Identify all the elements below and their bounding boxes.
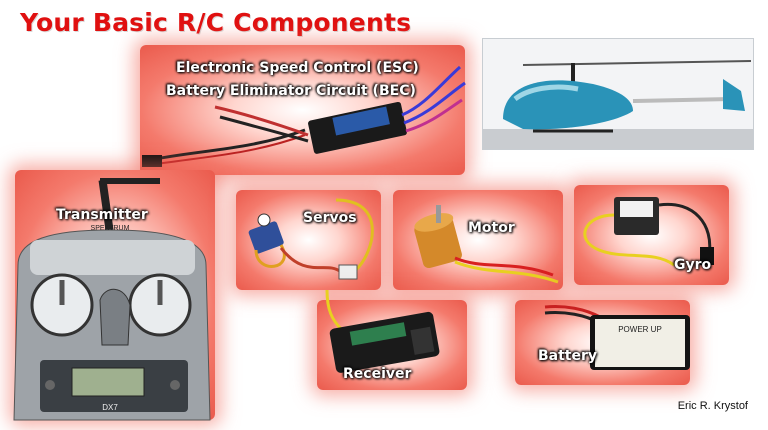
receiver-label: Receiver: [343, 366, 412, 382]
servos-image: [248, 198, 374, 280]
transmitter-label: Transmitter: [56, 207, 148, 223]
gyro-image: [583, 197, 714, 267]
transmitter-model-text: DX7: [102, 403, 118, 412]
gyro-label: Gyro: [674, 257, 712, 273]
helicopter-image: [483, 39, 753, 149]
bec-label: Battery Eliminator Circuit (BEC): [166, 83, 416, 99]
slide-title: Your Basic R/C Components: [20, 8, 412, 37]
motor-image: [414, 205, 559, 284]
helicopter-photo: [482, 38, 754, 150]
transmitter-image: SPEKTRUM DX7: [13, 178, 211, 421]
esc-label: Electronic Speed Control (ESC): [176, 60, 419, 76]
motor-label: Motor: [468, 220, 515, 236]
battery-text: POWER UP: [618, 325, 662, 334]
battery-label: Battery: [538, 348, 598, 364]
author-credit: Eric R. Krystof: [677, 400, 748, 412]
transmitter-brand-text: SPEKTRUM: [91, 225, 130, 232]
receiver-image: [325, 289, 440, 373]
battery-image: POWER UP: [544, 305, 690, 370]
servos-label: Servos: [303, 210, 357, 226]
esc-image: [142, 65, 466, 167]
